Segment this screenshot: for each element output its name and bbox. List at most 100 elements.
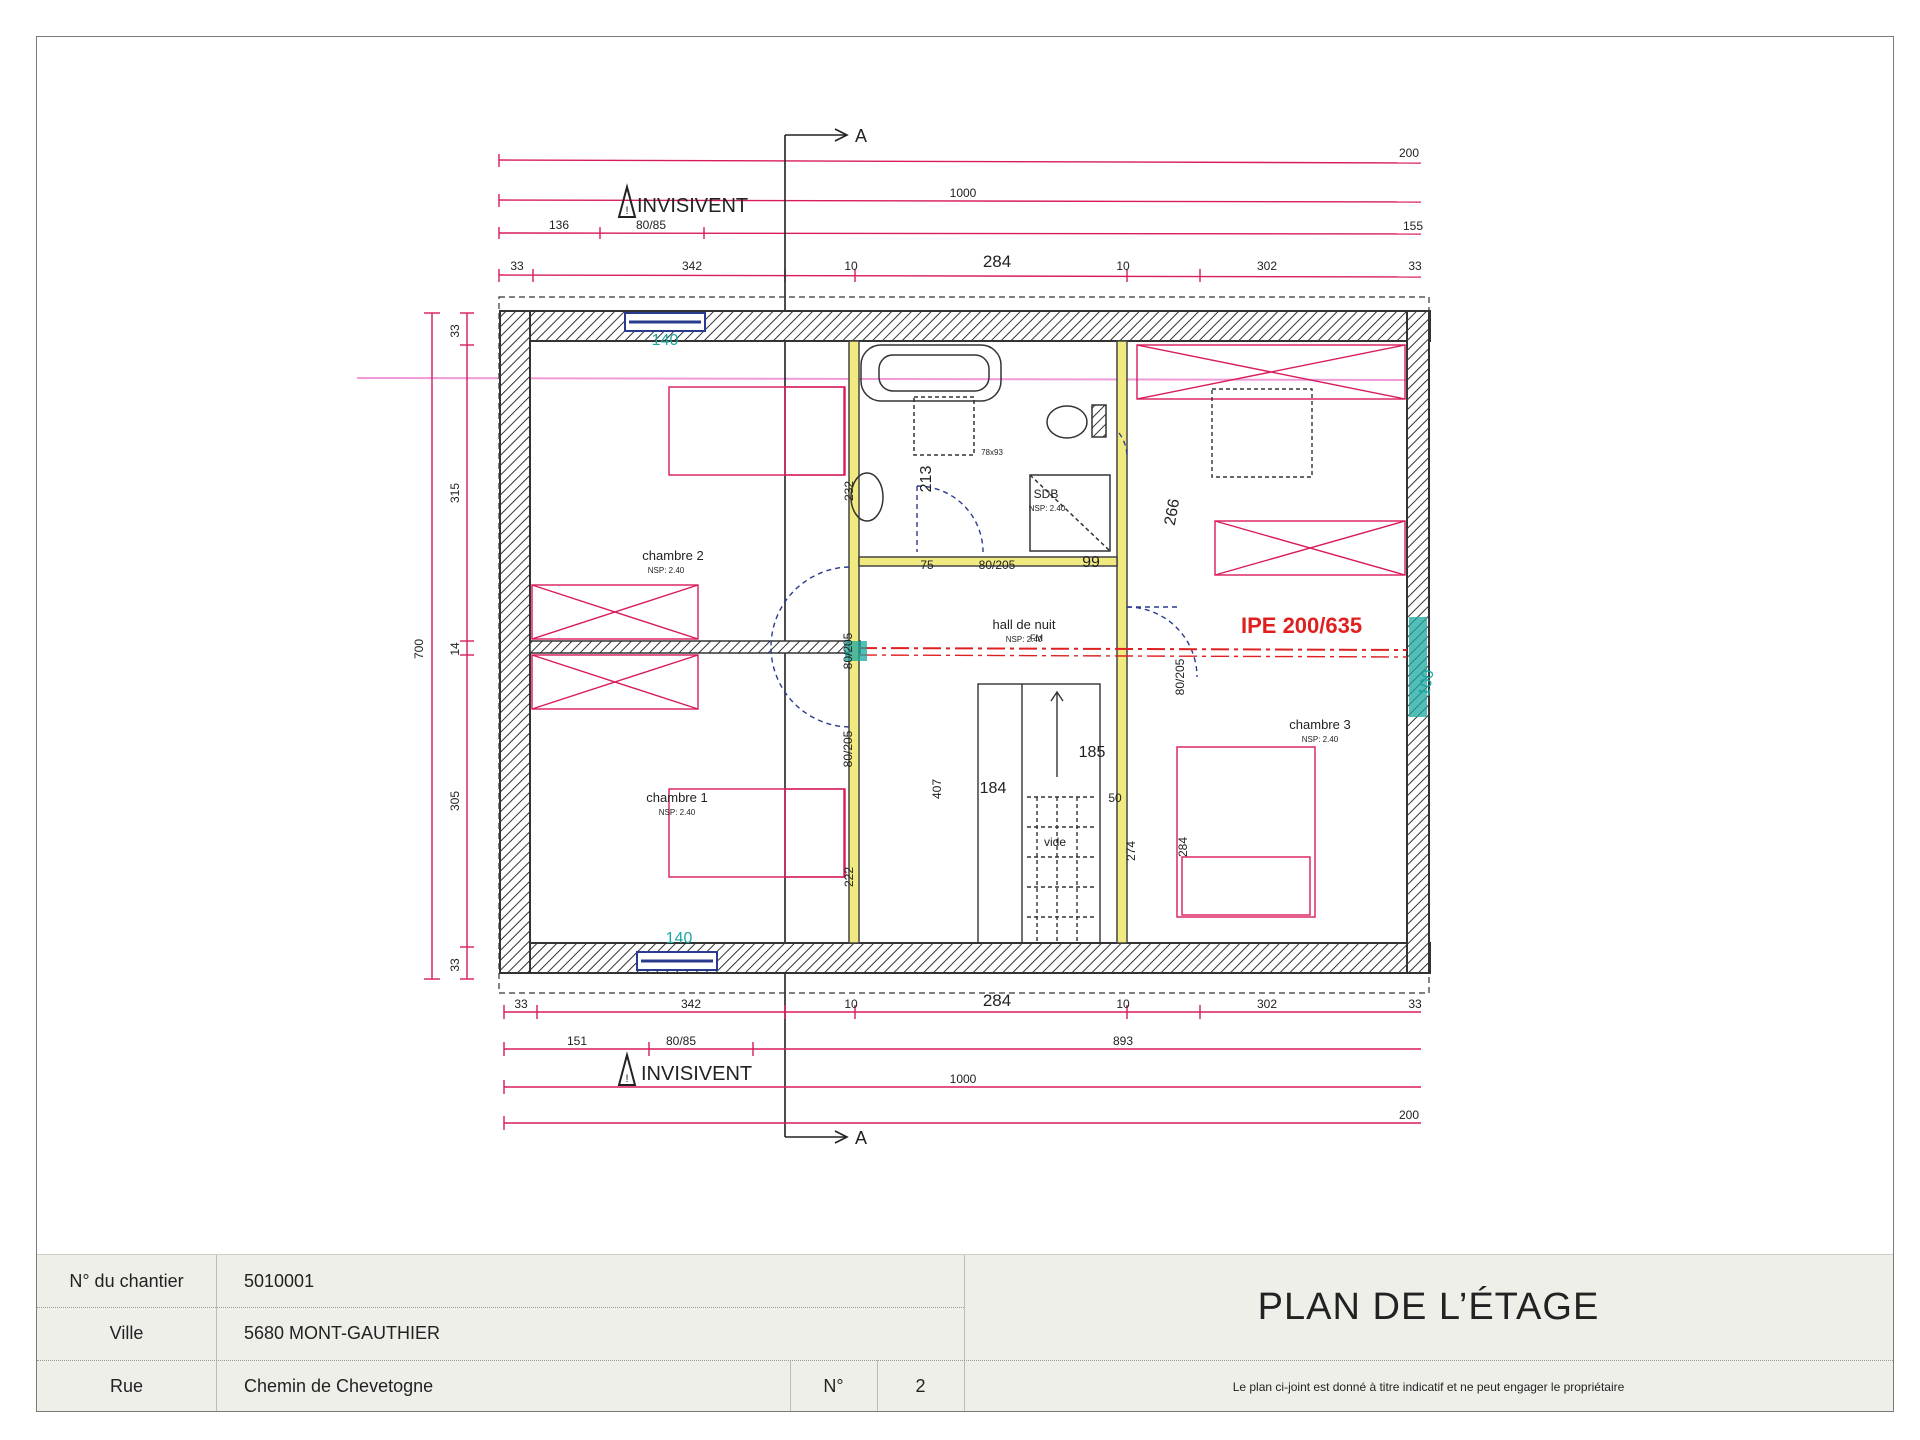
ville-value: 5680 MONT-GAUTHIER [244, 1323, 441, 1343]
svg-text:232: 232 [842, 481, 856, 501]
chantier-label: N° du chantier [69, 1270, 184, 1291]
svg-text:185: 185 [1079, 744, 1106, 761]
room-chambre-3: chambre 3 [1289, 717, 1350, 732]
svg-text:100: 100 [1416, 668, 1437, 697]
svg-text:INVISIVENT: INVISIVENT [637, 195, 748, 217]
svg-text:342: 342 [681, 997, 701, 1011]
floor-plan: 200 1000 136 80/85 155 33 342 10 284 10 … [356, 126, 1438, 1148]
exterior-walls [499, 310, 1431, 974]
chantier-value: 5010001 [244, 1270, 315, 1291]
svg-text:80/205: 80/205 [841, 632, 855, 669]
svg-text:10: 10 [844, 997, 858, 1011]
svg-text:78x93: 78x93 [981, 448, 1003, 457]
dim-left-total: 700 [412, 639, 426, 659]
svg-text:INVISIVENT: INVISIVENT [641, 1063, 752, 1085]
dim-top-1000: 1000 [950, 186, 977, 200]
dim-top-155: 155 [1403, 219, 1423, 233]
dim-top-33r: 33 [1408, 259, 1422, 273]
svg-text:284: 284 [983, 991, 1011, 1010]
dim-top-10a: 10 [844, 259, 858, 273]
svg-text:140: 140 [652, 332, 679, 349]
disclaimer-note: Le plan ci-joint est donné à titre indic… [1232, 1379, 1625, 1394]
svg-text:1000: 1000 [950, 1072, 977, 1086]
beds [668, 386, 1316, 918]
svg-text:284: 284 [1176, 837, 1190, 857]
window-bottom: 140 [636, 930, 718, 971]
dim-left-305: 305 [448, 791, 462, 811]
section-line-a [784, 128, 849, 1144]
title-block: N° du chantier 5010001 Ville 5680 MONT-G… [37, 1254, 1893, 1411]
window-top: 140 [624, 312, 706, 349]
svg-text:407: 407 [930, 779, 944, 799]
svg-text:NSP: 2.40: NSP: 2.40 [1006, 635, 1043, 644]
svg-text:222: 222 [842, 867, 856, 887]
drawing-sheet: 200 1000 136 80/85 155 33 342 10 284 10 … [36, 36, 1894, 1412]
stairs [977, 683, 1101, 944]
helper-line [356, 377, 1418, 381]
svg-text:80/205: 80/205 [1173, 658, 1187, 695]
room-vide: vide [1044, 835, 1066, 849]
svg-text:151: 151 [567, 1034, 587, 1048]
svg-text:99: 99 [1082, 554, 1100, 571]
svg-text:!: ! [625, 1073, 628, 1085]
dim-top-33: 33 [510, 259, 524, 273]
section-label-bottom: A [855, 1128, 867, 1148]
svg-text:NSP: 2.40: NSP: 2.40 [659, 808, 696, 817]
room-hall-de-nuit: hall de nuit [993, 617, 1056, 632]
steel-beam: IPE 200/635 FM [858, 613, 1408, 658]
interior-dims: 232 222 213 75 80/205 266 80/205 80/205 … [841, 448, 1190, 887]
svg-text:274: 274 [1124, 841, 1138, 861]
dim-top-302: 302 [1257, 259, 1277, 273]
vent-note-bottom: ! INVISIVENT [617, 1051, 752, 1086]
section-label-top: A [855, 126, 867, 146]
svg-text:200: 200 [1399, 1108, 1419, 1122]
dim-top-136: 136 [549, 218, 569, 232]
svg-text:!: ! [625, 205, 628, 217]
numero-label: N° [823, 1376, 844, 1396]
dim-left-315: 315 [448, 483, 462, 503]
svg-text:80/205: 80/205 [841, 730, 855, 767]
rue-value: Chemin de Chevetogne [244, 1376, 434, 1396]
svg-text:302: 302 [1257, 997, 1277, 1011]
partitions [848, 340, 1128, 944]
dim-top-10b: 10 [1116, 259, 1130, 273]
dim-left-33t: 33 [448, 324, 462, 338]
svg-text:266: 266 [1162, 498, 1183, 527]
wardrobes [531, 344, 1406, 710]
bottom-dimensions [503, 1005, 1421, 1130]
drawing-title: PLAN DE L’ÉTAGE [1257, 1286, 1600, 1328]
left-dimensions [424, 312, 474, 980]
room-sdb: SDB [1034, 487, 1059, 501]
svg-text:184: 184 [980, 780, 1007, 797]
svg-text:80/85: 80/85 [666, 1034, 696, 1048]
svg-text:213: 213 [918, 466, 935, 493]
annotations: 100 [845, 617, 1438, 717]
svg-text:NSP: 2.40: NSP: 2.40 [1302, 735, 1339, 744]
svg-text:33: 33 [1408, 997, 1422, 1011]
svg-text:IPE 200/635: IPE 200/635 [1241, 613, 1362, 638]
dim-top-284: 284 [983, 252, 1011, 271]
vent-note-top: ! INVISIVENT [617, 183, 748, 218]
svg-text:140: 140 [666, 930, 693, 947]
numero-value: 2 [915, 1376, 926, 1396]
dim-top-342: 342 [682, 259, 702, 273]
svg-text:10: 10 [1116, 997, 1130, 1011]
dim-left-33b: 33 [448, 958, 462, 972]
svg-text:80/205: 80/205 [979, 558, 1016, 572]
bathroom-fixtures [850, 344, 1111, 552]
dim-top-80-85: 80/85 [636, 218, 666, 232]
dim-top-total: 200 [1399, 146, 1419, 160]
ville-label: Ville [109, 1323, 144, 1343]
dim-left-14: 14 [448, 642, 462, 656]
svg-text:NSP: 2.40: NSP: 2.40 [648, 566, 685, 575]
svg-text:75: 75 [920, 558, 934, 572]
svg-text:NSP: 2.40: NSP: 2.40 [1029, 504, 1066, 513]
room-chambre-2: chambre 2 [642, 548, 703, 563]
rue-label: Rue [109, 1376, 144, 1396]
room-chambre-1: chambre 1 [646, 790, 707, 805]
svg-text:FM: FM [1030, 633, 1043, 643]
room-labels: chambre 2 NSP: 2.40 chambre 1 NSP: 2.40 … [642, 487, 1350, 849]
doors [770, 432, 1198, 728]
svg-text:893: 893 [1113, 1034, 1133, 1048]
svg-text:33: 33 [514, 997, 528, 1011]
